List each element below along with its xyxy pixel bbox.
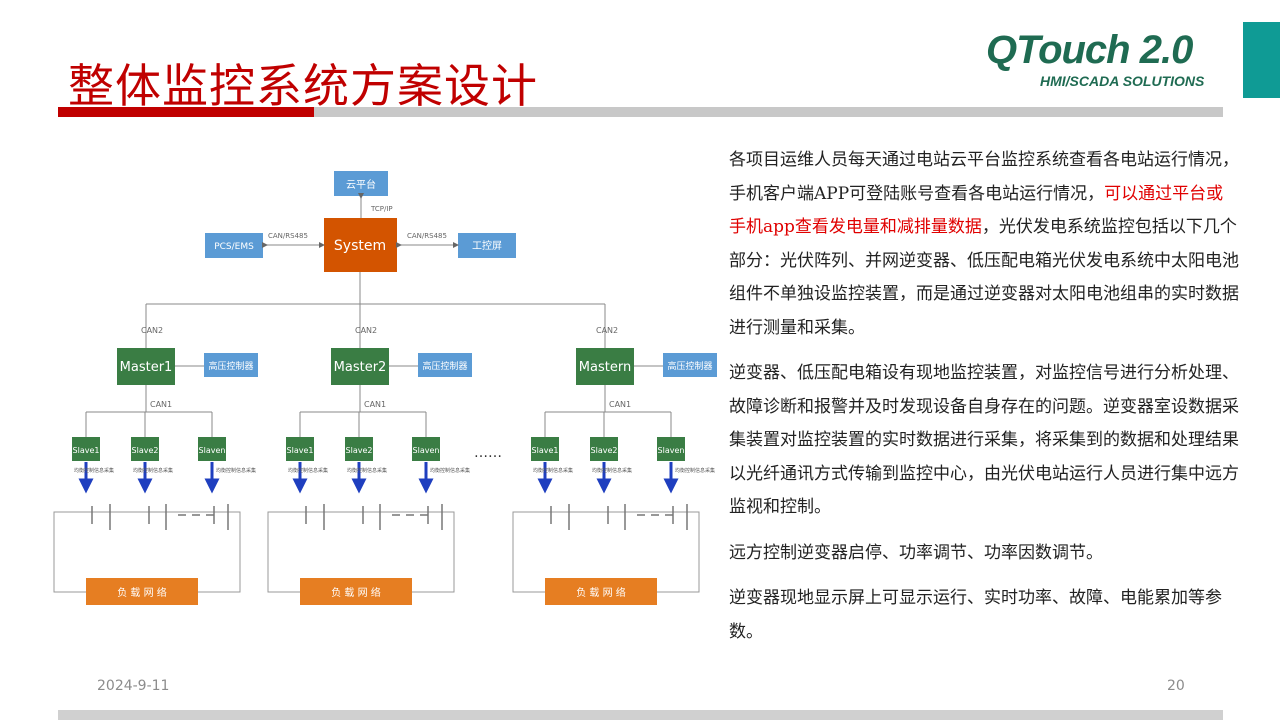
load-network-box bbox=[86, 578, 198, 605]
master-label: Mastern bbox=[579, 360, 631, 375]
slave-box bbox=[198, 437, 226, 461]
master-box bbox=[331, 348, 389, 385]
master-label: Master1 bbox=[120, 360, 173, 375]
cloud-platform-label: 云平台 bbox=[346, 178, 376, 191]
system-box bbox=[324, 218, 397, 272]
hv-controller-label: 高压控制器 bbox=[667, 360, 712, 372]
slave-box bbox=[590, 437, 618, 461]
can2-label: CAN2 bbox=[141, 326, 163, 335]
paragraph-1-highlight: 可以通过平台或手机app查看发电量和减排量数据 bbox=[729, 183, 1224, 238]
slave-box bbox=[412, 437, 440, 461]
paragraph-2: 逆变器、低压配电箱设有现地监控装置，对监控信号进行分析处理、故障诊断和报警并及时… bbox=[729, 363, 1239, 517]
bottom-bar bbox=[58, 710, 1223, 720]
hv-controller-label: 高压控制器 bbox=[422, 360, 467, 372]
master-label: Master2 bbox=[334, 360, 387, 375]
slide-title: 整体监控系统方案设计 bbox=[68, 59, 538, 113]
can1-label: CAN1 bbox=[150, 400, 172, 409]
slave-box bbox=[286, 437, 314, 461]
paragraph-4: 逆变器现地显示屏上可显示运行、实时功率、故障、电能累加等参数。 bbox=[729, 588, 1222, 642]
hmi-label: 工控屏 bbox=[472, 239, 502, 252]
acquisition-label: 均衡控制信息采集 bbox=[288, 467, 328, 474]
slave-label: Slave2 bbox=[132, 446, 159, 455]
tcp-ip-label: TCP/IP bbox=[370, 205, 393, 213]
slave-box bbox=[72, 437, 100, 461]
corner-tab bbox=[1243, 22, 1280, 98]
slave-label: Slave1 bbox=[532, 446, 559, 455]
slave-box bbox=[531, 437, 559, 461]
pcs-ems-box bbox=[205, 233, 263, 258]
slave-label: Slave1 bbox=[287, 446, 314, 455]
pcs-ems-label: PCS/EMS bbox=[214, 242, 254, 252]
acquisition-label: 均衡控制信息采集 bbox=[74, 467, 114, 474]
load-network-box bbox=[545, 578, 657, 605]
slide-date: 2024-9-11 bbox=[97, 678, 170, 694]
hv-controller-label: 高压控制器 bbox=[208, 360, 253, 372]
paragraph-1-part-a: 各项目运维人员每天通过电站云平台监控系统查看各电站运行情况，手机客户端APP可登… bbox=[729, 150, 1239, 204]
can2-label: CAN2 bbox=[355, 326, 377, 335]
body-text: 各项目运维人员每天通过电站云平台监控系统查看各电站运行情况，手机客户端APP可登… bbox=[729, 144, 1239, 661]
ellipsis: …… bbox=[474, 445, 502, 461]
monitoring-architecture-diagram: 云平台 TCP/IP System PCS/EMS CAN/RS485 工控屏 … bbox=[53, 171, 717, 605]
load-network-label: 负 载 网 络 bbox=[331, 586, 381, 599]
slave-box bbox=[131, 437, 159, 461]
slave-label: Slaven bbox=[413, 446, 440, 455]
paragraph-1: 各项目运维人员每天通过电站云平台监控系统查看各电站运行情况，手机客户端APP可登… bbox=[729, 144, 1239, 345]
slave-box bbox=[345, 437, 373, 461]
hv-controller-box bbox=[663, 353, 717, 377]
load-network-box bbox=[300, 578, 412, 605]
acquisition-label: 均衡控制信息采集 bbox=[533, 467, 573, 474]
hv-controller-box bbox=[418, 353, 472, 377]
load-network-label: 负 载 网 络 bbox=[576, 586, 626, 599]
title-underline-red bbox=[58, 107, 314, 117]
logo-main: QTouch 2.0 bbox=[986, 28, 1193, 72]
acquisition-label: 均衡控制信息采集 bbox=[216, 467, 256, 474]
logo-subtitle: HMI/SCADA SOLUTIONS bbox=[1040, 73, 1205, 89]
acquisition-label: 均衡控制信息采集 bbox=[430, 467, 470, 474]
slave-label: Slave2 bbox=[346, 446, 373, 455]
system-label: System bbox=[334, 238, 386, 254]
can2-label: CAN2 bbox=[596, 326, 618, 335]
hmi-box bbox=[458, 233, 516, 258]
acquisition-label: 均衡控制信息采集 bbox=[133, 467, 173, 474]
acquisition-label: 均衡控制信息采集 bbox=[675, 467, 715, 474]
can1-label: CAN1 bbox=[364, 400, 386, 409]
can-rs485-left-label: CAN/RS485 bbox=[268, 232, 308, 240]
load-network-label: 负 载 网 络 bbox=[117, 586, 167, 599]
cloud-platform-box bbox=[334, 171, 388, 196]
acquisition-label: 均衡控制信息采集 bbox=[347, 467, 387, 474]
can1-label: CAN1 bbox=[609, 400, 631, 409]
slave-label: Slave2 bbox=[591, 446, 618, 455]
master-box bbox=[117, 348, 175, 385]
slave-box bbox=[657, 437, 685, 461]
slave-label: Slaven bbox=[658, 446, 685, 455]
page-number: 20 bbox=[1167, 678, 1185, 694]
hv-controller-box bbox=[204, 353, 258, 377]
paragraph-3: 远方控制逆变器启停、功率调节、功率因数调节。 bbox=[729, 542, 1103, 563]
slave-label: Slaven bbox=[199, 446, 226, 455]
acquisition-label: 均衡控制信息采集 bbox=[592, 467, 632, 474]
slave-label: Slave1 bbox=[73, 446, 100, 455]
master-box bbox=[576, 348, 634, 385]
paragraph-1-part-b: ，光伏发电系统监控包括以下几个部分：光伏阵列、并网逆变器、低压配电箱光伏发电系统… bbox=[729, 217, 1239, 338]
title-underline-gray bbox=[314, 107, 1223, 117]
can-rs485-right-label: CAN/RS485 bbox=[407, 232, 447, 240]
